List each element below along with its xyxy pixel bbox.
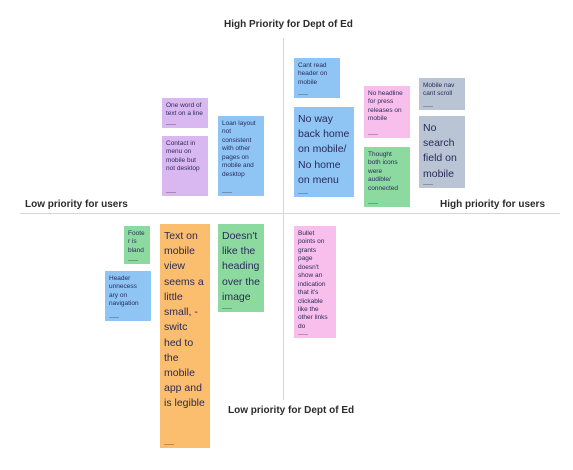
- note-author-mark: [298, 94, 308, 95]
- sticky-note-footer-bland[interactable]: Footer is bland: [124, 226, 150, 264]
- vertical-axis-line: [283, 38, 284, 400]
- axis-label-bottom: Low priority for Dept of Ed: [228, 405, 355, 416]
- note-author-mark: [109, 317, 119, 318]
- sticky-note-text: Bullet points on grants page doesn't sho…: [298, 230, 328, 330]
- sticky-note-no-way-back-home[interactable]: No way back home on mobile/ No home on m…: [294, 107, 354, 197]
- note-author-mark: [368, 203, 378, 204]
- sticky-note-mobile-nav-scroll[interactable]: Mobile nav cant scroll: [419, 78, 465, 110]
- sticky-note-text: Mobile nav cant scroll: [423, 82, 455, 98]
- note-author-mark: [166, 192, 176, 193]
- sticky-note-no-search-field[interactable]: No search field on mobile: [419, 116, 465, 188]
- note-author-mark: [368, 134, 378, 135]
- sticky-note-text: No search field on mobile: [423, 122, 457, 180]
- note-author-mark: [128, 260, 138, 261]
- note-author-mark: [164, 444, 174, 445]
- sticky-note-one-word[interactable]: One word of text on a line: [162, 98, 208, 128]
- note-author-mark: [423, 106, 433, 107]
- sticky-note-text-too-small[interactable]: Text on mobile view seems a little small…: [160, 224, 210, 448]
- axis-label-top: High Priority for Dept of Ed: [224, 19, 353, 30]
- sticky-note-text: Text on mobile view seems a little small…: [164, 230, 205, 410]
- sticky-note-thought-icons[interactable]: Thought both icons were audible/ connect…: [364, 147, 410, 207]
- sticky-note-bullet-points[interactable]: Bullet points on grants page doesn't sho…: [294, 226, 336, 338]
- sticky-note-text: No way back home on mobile/ No home on m…: [298, 113, 350, 186]
- sticky-note-contact-menu[interactable]: Contact in menu on mobile but not deskto…: [162, 136, 208, 196]
- sticky-note-text: Thought both icons were audible/ connect…: [368, 151, 398, 192]
- sticky-note-text: Doesn't like the heading over the image: [222, 230, 260, 303]
- note-author-mark: [222, 192, 232, 193]
- sticky-note-text: Cant read header on mobile: [298, 62, 328, 86]
- sticky-note-cant-read-header[interactable]: Cant read header on mobile: [294, 58, 340, 98]
- sticky-note-no-headline[interactable]: No headline for press releases on mobile: [364, 86, 410, 138]
- sticky-note-text: One word of text on a line: [166, 102, 203, 118]
- note-author-mark: [298, 193, 308, 194]
- axis-label-left: Low priority for users: [25, 199, 128, 210]
- note-author-mark: [298, 334, 308, 335]
- sticky-note-header-unnecessary[interactable]: Header unnecess ary on navigation: [105, 271, 151, 321]
- sticky-note-text: Contact in menu on mobile but not deskto…: [166, 140, 200, 173]
- note-author-mark: [166, 124, 176, 125]
- sticky-note-doesnt-like-heading[interactable]: Doesn't like the heading over the image: [218, 224, 264, 312]
- horizontal-axis-line: [20, 213, 560, 214]
- sticky-note-text: Header unnecess ary on navigation: [109, 275, 139, 308]
- sticky-note-text: No headline for press releases on mobile: [368, 90, 403, 123]
- axis-label-right: High priority for users: [440, 199, 546, 210]
- note-author-mark: [423, 184, 433, 185]
- sticky-note-text: Loan layout not consistent with other pa…: [222, 120, 256, 178]
- sticky-note-text: Footer is bland: [128, 230, 145, 254]
- note-author-mark: [222, 308, 232, 309]
- sticky-note-loan-layout[interactable]: Loan layout not consistent with other pa…: [218, 116, 264, 196]
